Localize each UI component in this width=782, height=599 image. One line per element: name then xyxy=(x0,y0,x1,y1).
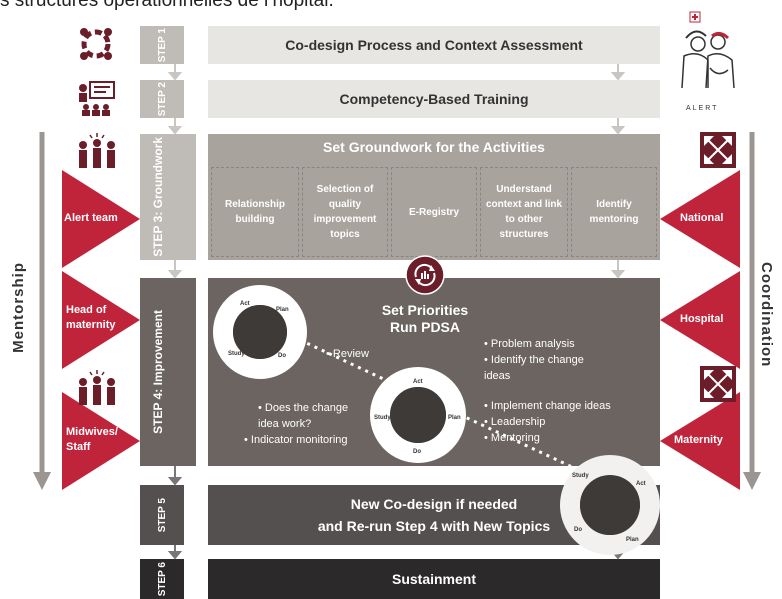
team-people-icon xyxy=(79,133,115,168)
note-analysis: • Problem analysis • Identify the change… xyxy=(484,338,584,382)
step-4-cell: STEP 4: Improvement xyxy=(140,278,196,466)
activity-e-registry: E-Registry xyxy=(391,167,477,257)
step-1-title: Co-design Process and Context Assessment xyxy=(208,26,660,64)
right-triangle-maternity xyxy=(660,392,740,490)
step-2-title: Competency-Based Training xyxy=(208,80,660,118)
step-6-cell: STEP 6 xyxy=(140,559,184,599)
left-triangle-alert-team xyxy=(62,170,140,268)
pdsa-cycle-icon xyxy=(405,255,445,295)
step-1-cell: STEP 1 xyxy=(140,26,184,64)
step-1-label: STEP 1 xyxy=(156,27,168,63)
activity-relationship-building: Relationship building xyxy=(211,167,299,257)
pdsa-wheel-small: Act Plan Do Study xyxy=(213,285,307,379)
left-triangle-head-of-maternity xyxy=(62,271,140,369)
pdsa-medium-act: Act xyxy=(413,379,423,385)
step-3-panel xyxy=(208,134,660,260)
codesign-circle-icon xyxy=(80,28,112,60)
coordination-label: Coordination xyxy=(758,262,775,368)
left-label-midwives-staff: Midwives/ Staff xyxy=(66,426,118,453)
pdsa-wheel-large: Study Act Do Plan xyxy=(560,455,660,555)
training-presentation-icon xyxy=(79,81,115,116)
step-5-cell: STEP 5 xyxy=(140,485,184,545)
note-review: • Review xyxy=(326,348,369,360)
note-change-work: • Does the change idea work? xyxy=(258,402,349,430)
step-3-title: Set Groundwork for the Activities xyxy=(323,139,545,155)
left-label-alert-team: Alert team xyxy=(64,212,118,224)
right-triangle-national xyxy=(660,170,740,268)
pdsa-medium-study: Study xyxy=(374,415,391,421)
right-label-hospital: Hospital xyxy=(680,313,724,325)
pdsa-small-study: Study xyxy=(228,351,245,357)
right-label-national: National xyxy=(680,212,724,224)
pdsa-large-study: Study xyxy=(572,473,589,479)
pdsa-small-act: Act xyxy=(240,301,250,307)
pdsa-large-plan: Plan xyxy=(626,537,639,543)
pdsa-wheel-medium: Act Plan Do Study xyxy=(370,367,466,463)
step-2-label: STEP 2 xyxy=(156,81,168,117)
page-title: s structures opérationnelles de l’hôpita… xyxy=(0,0,334,11)
pdsa-small-plan: Plan xyxy=(276,307,289,313)
pdsa-small-do: Do xyxy=(278,353,286,359)
activity-context-link: Understand context and link to other str… xyxy=(480,167,568,257)
step-5-label: STEP 5 xyxy=(156,497,168,533)
staff-people-icon xyxy=(79,370,115,405)
note-implement: • Implement change ideas • Leadership • … xyxy=(484,400,611,444)
left-label-head-of-maternity: Head of maternity xyxy=(66,304,116,331)
pdsa-large-act: Act xyxy=(636,481,646,487)
step-3-cell: STEP 3: Groundwork xyxy=(140,134,196,260)
activity-topic-selection: Selection of quality improvement topics xyxy=(302,167,388,257)
pdsa-large-do: Do xyxy=(574,527,582,533)
pdsa-medium-plan: Plan xyxy=(448,415,461,421)
national-arrows-icon xyxy=(700,132,736,168)
step-3-label: STEP 3: Groundwork xyxy=(151,137,165,257)
step-2-cell: STEP 2 xyxy=(140,80,184,118)
step-4-label: STEP 4: Improvement xyxy=(151,310,165,434)
pdsa-medium-do: Do xyxy=(413,449,421,455)
note-indicator: • Indicator monitoring xyxy=(244,434,348,446)
right-triangle-hospital xyxy=(660,271,740,369)
step-6-title: Sustainment xyxy=(208,559,660,599)
left-triangle-midwives-staff xyxy=(62,392,140,490)
maternity-arrows-icon xyxy=(700,366,736,402)
step-4-title: Set Priorities Run PDSA xyxy=(381,302,469,335)
activity-identify-mentoring: Identify mentoring xyxy=(571,167,657,257)
mentorship-label: Mentorship xyxy=(10,262,27,353)
right-label-maternity: Maternity xyxy=(674,434,723,446)
alert-logo: ALERT xyxy=(681,11,735,112)
step-6-label: STEP 6 xyxy=(156,561,168,597)
alert-logo-caption: ALERT xyxy=(686,105,718,112)
